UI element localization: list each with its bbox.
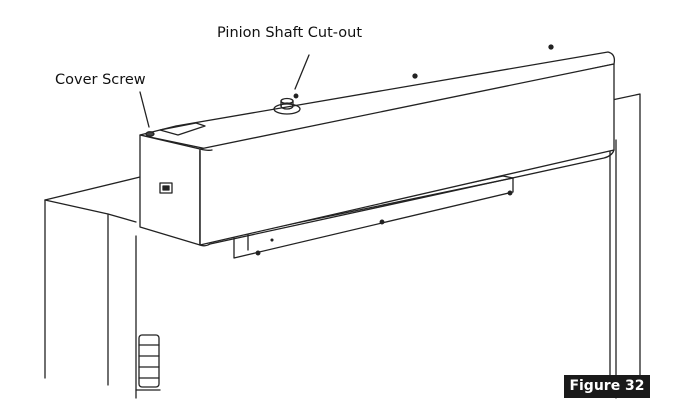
cover-screw-leader-line xyxy=(139,91,150,128)
door-frame xyxy=(44,93,641,399)
cover-screw-callout: Cover Screw xyxy=(55,72,146,88)
pinion-leader-line xyxy=(294,54,310,90)
operator-housing xyxy=(139,44,616,247)
hinge-icon xyxy=(135,334,161,391)
pinion-shaft-callout: Pinion Shaft Cut-out xyxy=(217,25,363,41)
figure-label: Figure 32 xyxy=(564,375,650,398)
